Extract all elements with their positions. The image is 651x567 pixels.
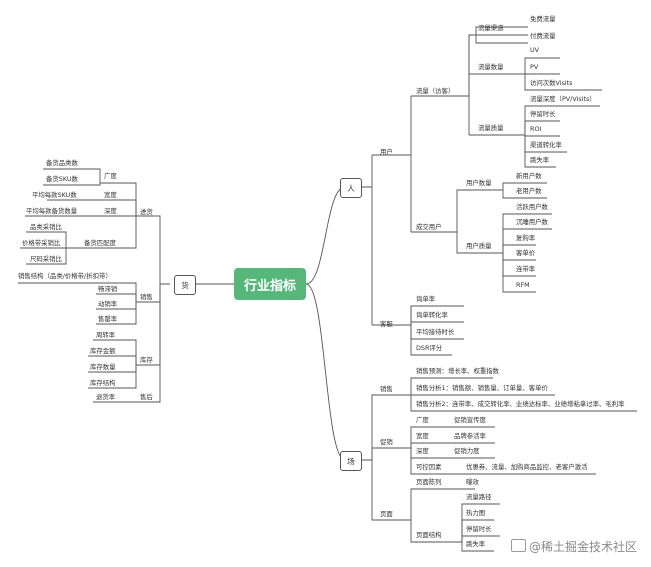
juejin-logo-icon (510, 539, 526, 552)
node-dsr[interactable]: DSR评分 (416, 344, 443, 352)
node-inquiry-conversion[interactable]: 询单转化率 (416, 311, 448, 319)
node-paid-traffic[interactable]: 付费流量 (530, 32, 556, 40)
node-stock-breadth[interactable]: 广度 (104, 172, 117, 180)
node-free-traffic[interactable]: 免费流量 (530, 15, 556, 23)
node-promo-strength[interactable]: 促销力度 (454, 447, 480, 455)
node-rfm[interactable]: RFM (516, 281, 530, 289)
node-traffic[interactable]: 流量（访客） (416, 87, 455, 95)
node-bounce-rate[interactable]: 跳失率 (530, 156, 550, 164)
node-sales-analysis-1[interactable]: 销售分析1：销售额、销售量、订单量、客单价 (416, 384, 548, 392)
node-promo[interactable]: 促销 (380, 438, 393, 446)
node-page-bounce-rate[interactable]: 跳失率 (466, 540, 486, 548)
node-traffic-count[interactable]: 流量数量 (478, 63, 504, 71)
node-move-rate[interactable]: 动销率 (98, 300, 118, 308)
node-user-count[interactable]: 用户数量 (466, 179, 492, 187)
node-avg-sku[interactable]: 平均每款SKU数 (32, 191, 77, 199)
node-user-quality[interactable]: 用户质量 (466, 242, 492, 250)
node-traffic-depth[interactable]: 流量深度（PV/Visits） (530, 95, 596, 103)
node-new-user[interactable]: 新用户数 (516, 172, 542, 180)
node-silent-user[interactable]: 沉睡用户数 (516, 218, 548, 226)
node-active-user[interactable]: 活跃用户数 (516, 203, 548, 211)
node-roi[interactable]: ROI (530, 125, 542, 133)
central-topic[interactable]: 行业指标 (234, 268, 306, 300)
node-aftersale[interactable]: 售后 (140, 393, 153, 401)
node-price-ratio[interactable]: 价格带采销比 (22, 239, 61, 247)
node-page-stay-time[interactable]: 停留时长 (466, 525, 492, 533)
node-sales-forecast[interactable]: 销售预测：增长率、权重指数 (416, 367, 500, 375)
node-user[interactable]: 用户 (380, 148, 393, 156)
node-size-ratio[interactable]: 尺码采销比 (30, 255, 62, 263)
node-stock-width[interactable]: 宽度 (104, 191, 117, 199)
node-promo-coverage[interactable]: 促销宣传度 (454, 416, 486, 424)
branch-huo[interactable]: 货 (174, 275, 196, 295)
node-visits[interactable]: 访问次数Visits (530, 79, 573, 87)
node-repurchase[interactable]: 复购率 (516, 234, 536, 242)
node-product-participation[interactable]: 品牌参活率 (454, 432, 486, 440)
node-sell[interactable]: 销售 (140, 293, 153, 301)
node-promo-depth[interactable]: 深度 (416, 447, 429, 455)
node-aov[interactable]: 客单价 (516, 249, 536, 257)
node-channel-conversion[interactable]: 渠道转化率 (530, 141, 562, 149)
node-stock-amount[interactable]: 库存金额 (90, 347, 116, 355)
node-traffic-path[interactable]: 流量路径 (466, 493, 492, 501)
branch-chang[interactable]: 场 (340, 451, 362, 471)
node-traffic-channel[interactable]: 流量渠道 (478, 24, 504, 32)
node-sales[interactable]: 销售 (380, 385, 393, 393)
node-inventory[interactable]: 库存 (140, 356, 153, 364)
node-category-ratio[interactable]: 品类采销比 (30, 223, 62, 231)
node-service[interactable]: 客服 (380, 320, 393, 328)
node-sell-rate[interactable]: 售罄率 (98, 315, 118, 323)
node-traffic-quality[interactable]: 流量质量 (478, 124, 504, 132)
node-exposure[interactable]: 曝效 (466, 478, 479, 486)
watermark-text: @稀土掘金技术社区 (528, 540, 637, 554)
node-sell-through[interactable]: 畅滞销 (98, 285, 118, 293)
node-stock-match[interactable]: 备货匹配度 (84, 239, 116, 247)
node-retention[interactable]: 连带率 (516, 265, 536, 273)
node-reception-time[interactable]: 平均接待时长 (416, 328, 455, 336)
node-page-structure[interactable]: 页面结构 (416, 531, 442, 539)
node-sales-structure[interactable]: 销售结构（品类/价格带/折扣带） (18, 272, 112, 280)
node-sales-analysis-2[interactable]: 销售分析2：连带率、成交转化率、业绩达标率、业绩增粘拿过率、毛利率 (416, 400, 625, 408)
node-purchase[interactable]: 进货 (140, 208, 153, 216)
node-stay-time[interactable]: 停留时长 (530, 110, 556, 118)
node-heatmap[interactable]: 热力图 (466, 509, 486, 517)
node-avg-quantity[interactable]: 平均每款备货数量 (26, 207, 78, 215)
node-deal-user[interactable]: 成交用户 (416, 223, 442, 231)
node-sku-category[interactable]: 备货品类数 (46, 159, 78, 167)
node-stock-quantity[interactable]: 库存数量 (90, 363, 116, 371)
node-sku-count[interactable]: 备货SKU数 (46, 175, 78, 183)
node-return-rate[interactable]: 退货率 (96, 393, 116, 401)
node-turnover[interactable]: 周转率 (96, 331, 116, 339)
branch-ren[interactable]: 人 (340, 178, 362, 198)
node-controllable-detail[interactable]: 优惠券、流量、加购商品监控、老客户激活 (466, 463, 588, 471)
node-page-arrange[interactable]: 页面陈列 (416, 478, 442, 486)
watermark: @稀土掘金技术社区 (510, 538, 637, 555)
node-stock-depth[interactable]: 深度 (104, 207, 117, 215)
node-old-user[interactable]: 老用户数 (516, 187, 542, 195)
node-pv[interactable]: PV (530, 63, 539, 71)
node-stock-structure[interactable]: 库存结构 (90, 379, 116, 387)
node-inquiry[interactable]: 询单率 (416, 295, 436, 303)
node-controllable[interactable]: 可控因素 (416, 463, 442, 471)
node-uv[interactable]: UV (530, 46, 540, 54)
node-promo-breadth[interactable]: 广度 (416, 416, 429, 424)
node-promo-width[interactable]: 宽度 (416, 432, 429, 440)
node-page[interactable]: 页面 (380, 510, 393, 518)
